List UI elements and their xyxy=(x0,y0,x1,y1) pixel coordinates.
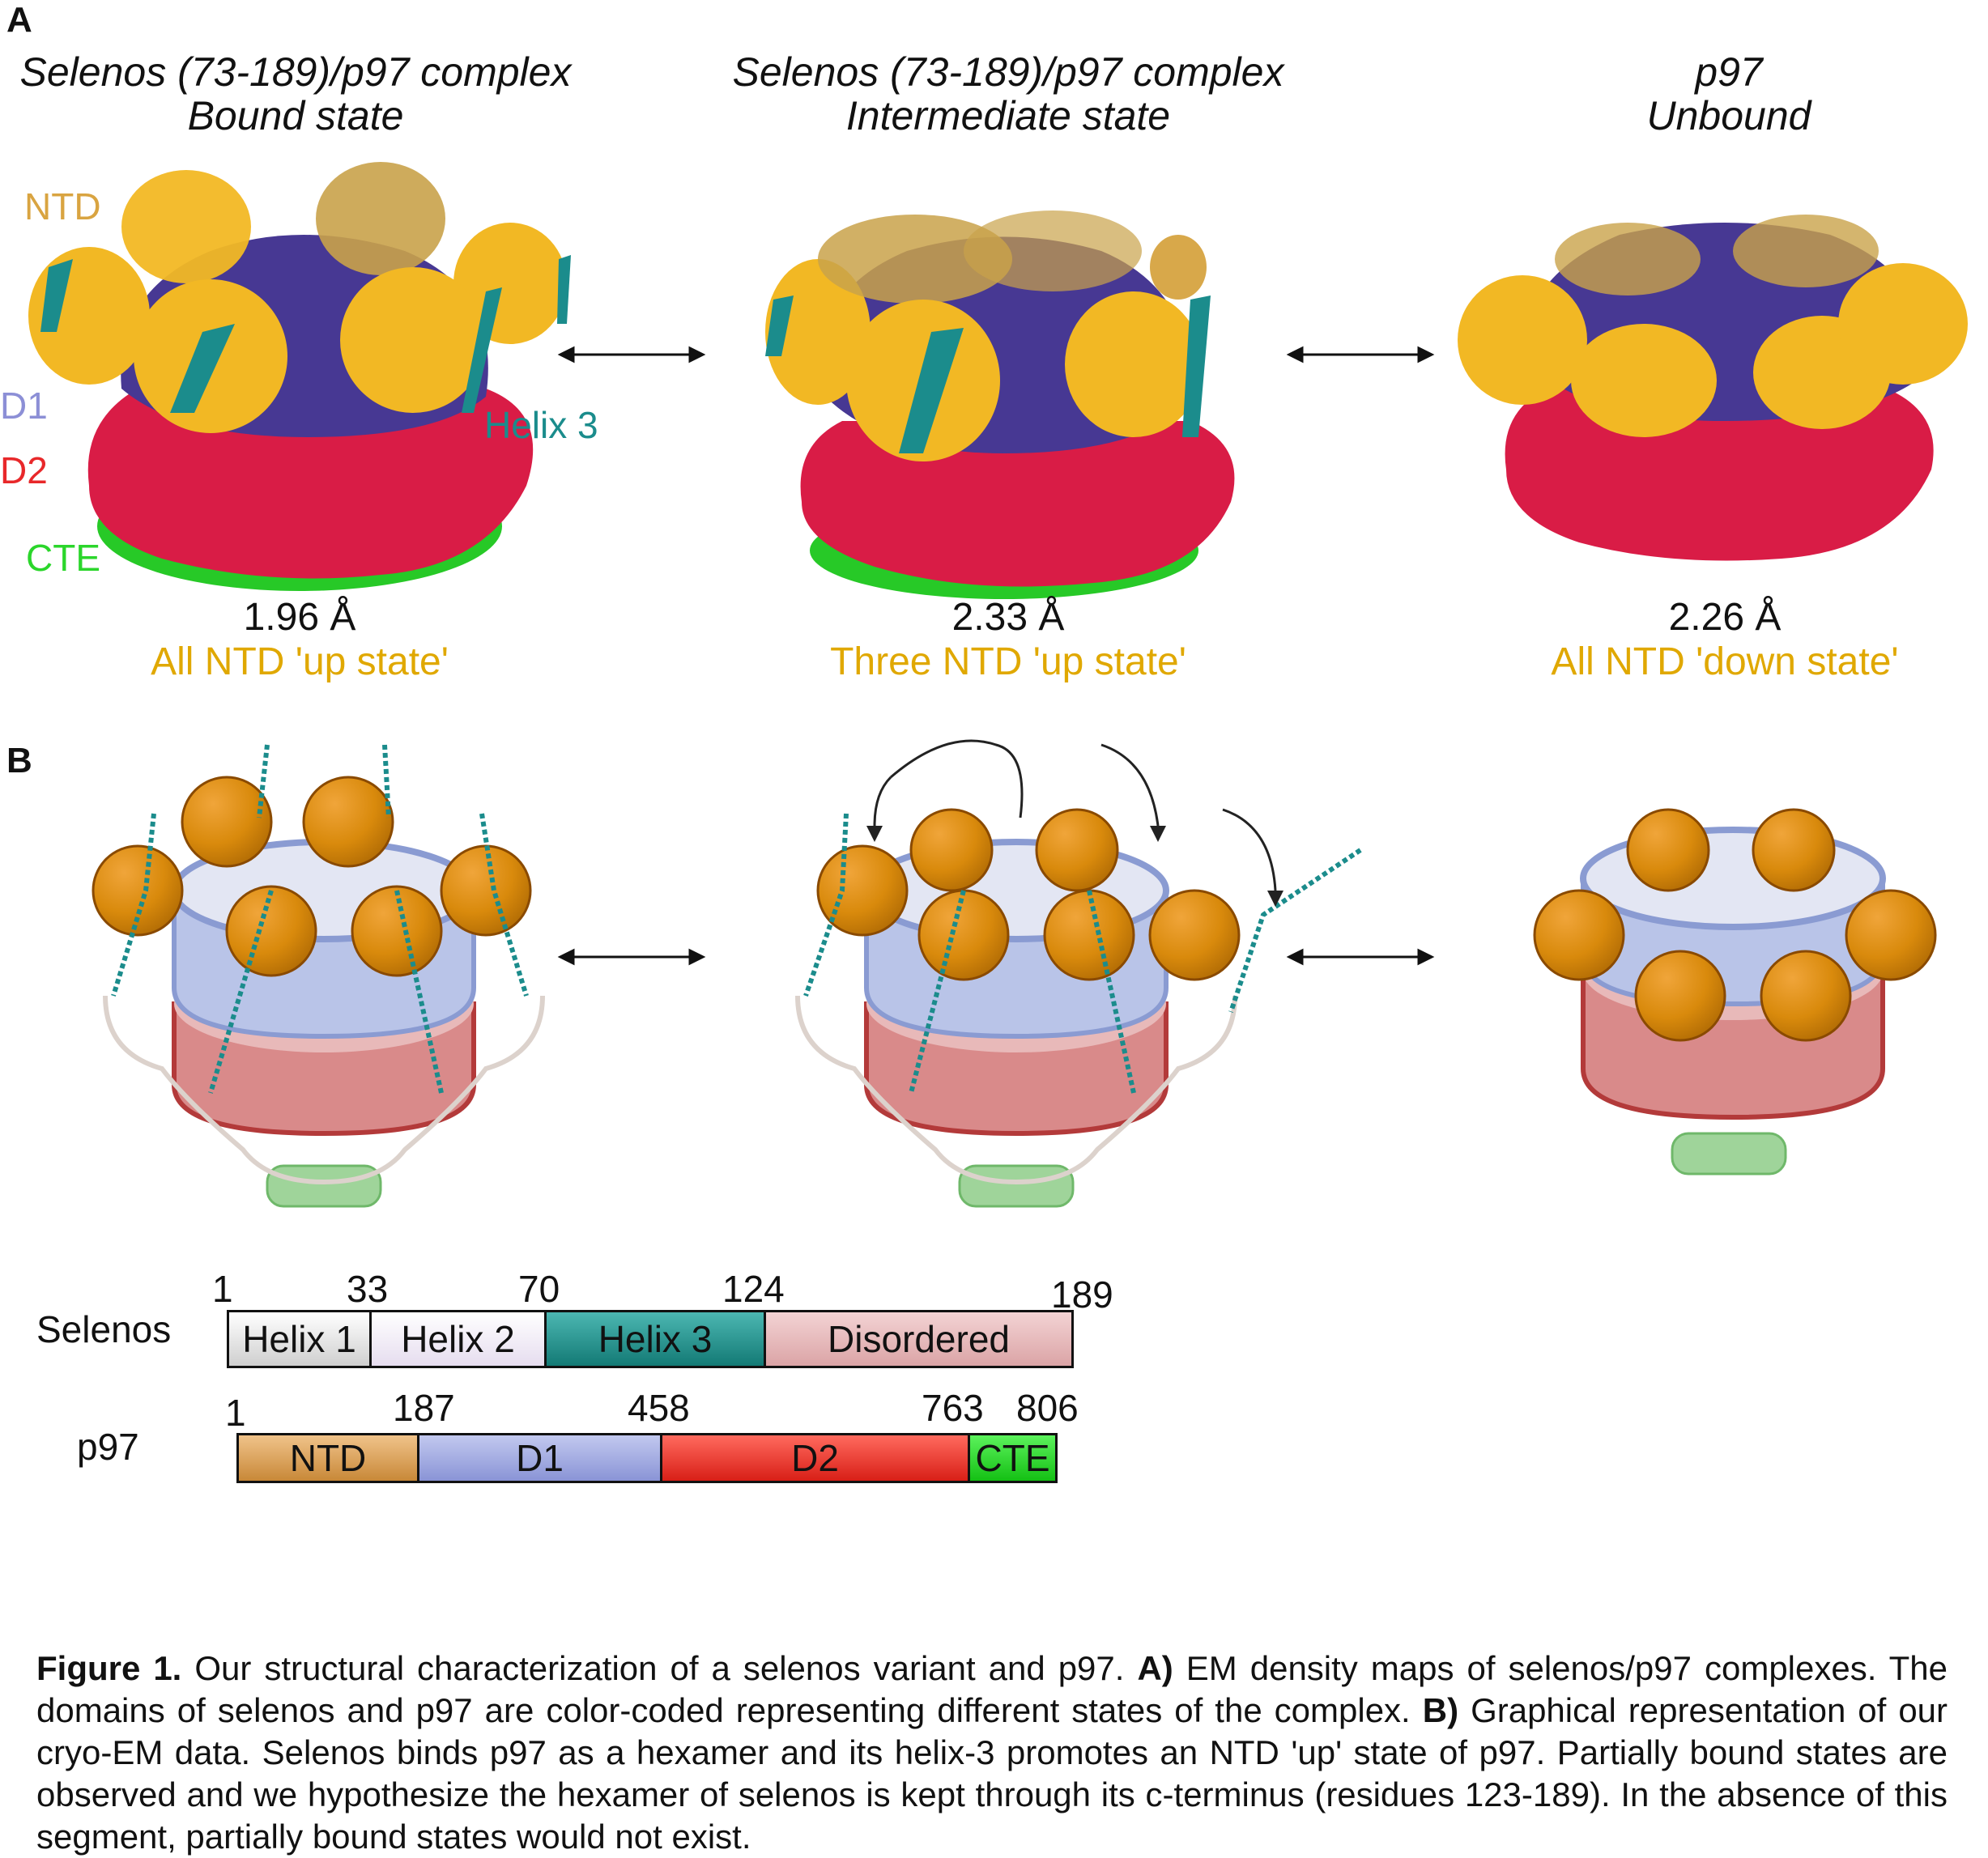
map-2-title-line2: Intermediate state xyxy=(845,93,1171,138)
density-map-bound xyxy=(28,162,571,591)
caption-intro: Our structural characterization of a sel… xyxy=(194,1649,1125,1687)
p97-bar-name: p97 xyxy=(77,1426,139,1468)
selenos-boundary-1: 1 xyxy=(212,1268,233,1310)
selenos-domain-bar: Helix 1 Helix 2 Helix 3 Disordered xyxy=(227,1310,1074,1368)
map-2-title-line1: Selenos (73-189)/p97 complex xyxy=(732,49,1284,95)
selenos-segment-disordered: Disordered xyxy=(766,1312,1071,1366)
panel-b-label: B xyxy=(6,741,32,780)
selenos-boundary-33: 33 xyxy=(347,1268,389,1310)
label-helix3: Helix 3 xyxy=(484,404,598,446)
p97-segment-d1: D1 xyxy=(419,1435,662,1481)
schematic-unbound xyxy=(1533,808,1937,1176)
map-2-ntd-state: Three NTD 'up state' xyxy=(830,640,1186,683)
density-map-unbound xyxy=(1458,215,1968,561)
selenos-boundary-70: 70 xyxy=(518,1268,560,1310)
label-ntd: NTD xyxy=(24,185,101,227)
caption-a-label: A) xyxy=(1137,1649,1173,1687)
map-3-title-line2: Unbound xyxy=(1646,93,1811,138)
double-arrow-b1 xyxy=(557,948,706,966)
selenos-boundary-189: 189 xyxy=(1051,1273,1113,1316)
map-2-resolution: 2.33 Å xyxy=(951,596,1065,639)
label-cte: CTE xyxy=(26,537,100,579)
p97-boundary-1: 1 xyxy=(225,1392,246,1434)
panel-a-label: A xyxy=(6,0,32,40)
double-arrow-a2 xyxy=(1286,346,1435,364)
selenos-segment-helix2: Helix 2 xyxy=(372,1312,547,1366)
caption-b-label: B) xyxy=(1422,1691,1459,1729)
label-d1: D1 xyxy=(0,385,48,427)
p97-segment-d2: D2 xyxy=(662,1435,970,1481)
schematic-diagrams xyxy=(92,739,1937,1208)
map-1-title: Selenos (73-189)/p97 complex Bound state xyxy=(0,50,660,138)
map-2-title: Selenos (73-189)/p97 complex Intermediat… xyxy=(644,50,1373,138)
caption-a-text: EM density maps of selenos/p97 complexes… xyxy=(36,1649,1948,1729)
double-arrow-b2 xyxy=(1286,948,1435,966)
figure-caption: Figure 1. Our structural characterizatio… xyxy=(36,1648,1948,1858)
map-3-title: p97 Unbound xyxy=(1364,50,1988,138)
p97-boundary-458: 458 xyxy=(628,1387,690,1429)
selenos-bar-name: Selenos xyxy=(36,1308,172,1350)
selenos-boundary-124: 124 xyxy=(722,1268,785,1310)
p97-segment-ntd: NTD xyxy=(239,1435,419,1481)
map-1-title-line2: Bound state xyxy=(187,93,404,138)
map-1-ntd-state: All NTD 'up state' xyxy=(151,640,449,683)
map-3-title-line1: p97 xyxy=(1695,49,1763,95)
double-arrow-a1 xyxy=(557,346,706,364)
schematic-intermediate xyxy=(795,739,1362,1208)
schematic-bound xyxy=(92,744,545,1208)
caption-b-text: Graphical representation of our cryo-EM … xyxy=(36,1691,1948,1856)
p97-segment-cte: CTE xyxy=(970,1435,1055,1481)
selenos-segment-helix1: Helix 1 xyxy=(229,1312,372,1366)
label-d2: D2 xyxy=(0,449,48,491)
density-map-intermediate xyxy=(765,210,1235,599)
p97-boundary-763: 763 xyxy=(922,1387,984,1429)
p97-boundary-187: 187 xyxy=(393,1387,455,1429)
map-1-resolution: 1.96 Å xyxy=(243,596,356,639)
map-3-resolution: 2.26 Å xyxy=(1668,596,1782,639)
selenos-segment-helix3: Helix 3 xyxy=(547,1312,766,1366)
caption-figure-label: Figure 1. xyxy=(36,1649,182,1687)
map-3-ntd-state: All NTD 'down state' xyxy=(1551,640,1899,683)
p97-domain-bar: NTD D1 D2 CTE xyxy=(236,1433,1058,1483)
p97-boundary-806: 806 xyxy=(1016,1387,1079,1429)
map-1-title-line1: Selenos (73-189)/p97 complex xyxy=(19,49,572,95)
density-maps xyxy=(28,162,1968,599)
